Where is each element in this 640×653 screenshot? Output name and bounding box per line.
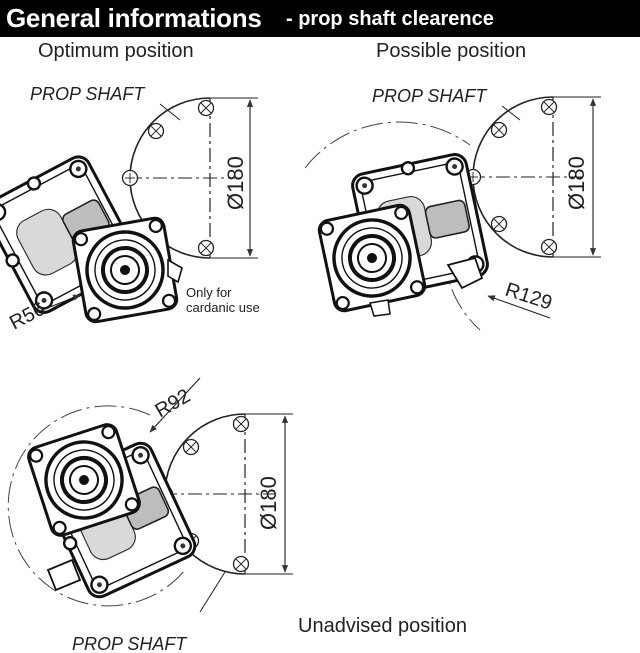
pto-output-1 <box>69 214 181 326</box>
caption-possible: Possible position <box>376 40 527 62</box>
caption-unadvised: Unadvised position <box>298 615 467 637</box>
page-subtitle: - prop shaft clearence <box>286 8 494 30</box>
possible-diagram: PROP SHAFT Ø180 R129 <box>304 86 601 331</box>
caption-optimum: Optimum position <box>38 40 194 62</box>
prop-shaft-label-1: PROP SHAFT <box>30 84 146 104</box>
unadvised-diagram: Ø180 R92 PROP SHAFT <box>7 377 293 653</box>
diameter-label-2: Ø180 <box>564 156 589 210</box>
prop-shaft-label-3: PROP SHAFT <box>72 634 188 653</box>
header-bar: General informations - prop shaft cleare… <box>0 0 640 37</box>
page-title: General informations <box>6 3 262 33</box>
note-cardanic-use: cardanic use <box>186 300 260 315</box>
note-only-for: Only for <box>186 285 232 300</box>
technical-drawing: PROP SHAFT Ø180 R56 Only for cardanic us… <box>0 84 640 653</box>
prop-shaft-label-2: PROP SHAFT <box>372 86 488 106</box>
radius-r129: R129 <box>502 279 554 315</box>
pto-output-2 <box>315 201 429 315</box>
diameter-label-3: Ø180 <box>256 476 281 530</box>
diameter-label-1: Ø180 <box>223 156 248 210</box>
optimum-diagram: PROP SHAFT Ø180 R56 Only for cardanic us… <box>0 84 260 334</box>
